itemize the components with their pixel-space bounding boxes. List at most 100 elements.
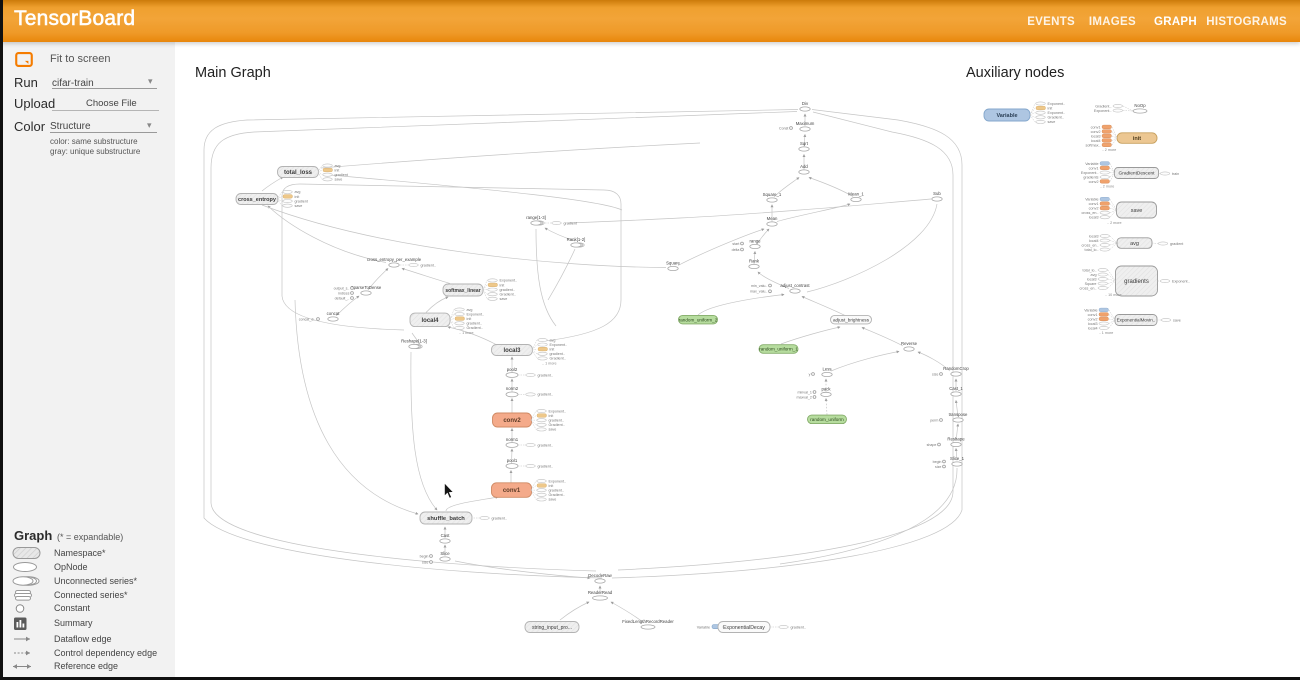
svg-text:init: init	[550, 348, 555, 352]
svg-text:FixedLengthRecordReader: FixedLengthRecordReader	[622, 619, 674, 624]
svg-text:local4: local4	[421, 318, 439, 324]
svg-text:Gradient..: Gradient..	[1095, 104, 1111, 108]
svg-text:random_uniform_2: random_uniform_2	[679, 317, 718, 322]
svg-text:gradient: gradient	[1170, 242, 1183, 246]
svg-text:init: init	[549, 484, 554, 488]
svg-text:Exponent..: Exponent..	[1081, 171, 1099, 175]
svg-text:norm1: norm1	[506, 437, 519, 442]
svg-text:output_s..: output_s..	[334, 286, 350, 290]
svg-text:adjust_contrast: adjust_contrast	[780, 283, 810, 288]
svg-text:.. 1 more: .. 1 more	[542, 361, 557, 365]
svg-text:Rank[1-2]: Rank[1-2]	[567, 237, 586, 242]
svg-text:local3: local3	[1089, 234, 1099, 238]
svg-text:indices: indices	[338, 291, 349, 295]
svg-text:pool2: pool2	[507, 367, 518, 372]
svg-text:ReaderRead: ReaderRead	[588, 590, 613, 595]
svg-text:range[1-3]: range[1-3]	[526, 215, 546, 220]
svg-text:.. 2 more: .. 2 more	[1100, 184, 1115, 188]
svg-text:Square: Square	[1085, 282, 1097, 286]
svg-text:cross_en..: cross_en..	[1081, 211, 1098, 215]
svg-text:init: init	[335, 168, 340, 172]
svg-text:avg: avg	[295, 190, 301, 194]
svg-text:conv2: conv2	[1088, 317, 1098, 321]
svg-text:NoOp: NoOp	[1134, 103, 1146, 108]
svg-text:begin: begin	[933, 460, 942, 464]
svg-text:Add: Add	[800, 164, 808, 169]
svg-text:GradientDescent: GradientDescent	[1119, 171, 1156, 177]
svg-text:Less: Less	[822, 367, 831, 372]
svg-text:gradient..: gradient..	[500, 288, 515, 292]
svg-text:Exponent..: Exponent..	[1172, 279, 1190, 283]
svg-text:conv1: conv1	[1088, 313, 1098, 317]
svg-text:init: init	[549, 414, 554, 418]
svg-text:conv1: conv1	[503, 488, 521, 494]
svg-text:Gradient..: Gradient..	[549, 493, 565, 497]
svg-text:gradients: gradients	[1083, 175, 1098, 179]
svg-text:init: init	[1133, 136, 1141, 142]
svg-text:.. 1 more: .. 1 more	[459, 331, 474, 335]
svg-text:norm2: norm2	[506, 386, 519, 391]
svg-text:softmax_linear: softmax_linear	[445, 288, 480, 294]
svg-text:gradient..: gradient..	[538, 393, 553, 397]
svg-text:init: init	[500, 283, 505, 287]
svg-text:local3: local3	[1088, 322, 1098, 326]
svg-text:Sqrt: Sqrt	[800, 141, 809, 146]
svg-text:Reshape[1-3]: Reshape[1-3]	[401, 339, 427, 344]
svg-text:transpose: transpose	[949, 412, 968, 417]
svg-text:Exponent..: Exponent..	[500, 279, 518, 283]
svg-text:Cast: Cast	[441, 533, 451, 538]
svg-text:max_valu..: max_valu..	[750, 290, 767, 294]
svg-text:local4: local4	[1091, 139, 1101, 143]
svg-text:y: y	[809, 372, 811, 376]
svg-text:default_..: default_..	[335, 296, 350, 300]
svg-text:.. 2 more: .. 2 more	[1102, 148, 1117, 152]
svg-text:cross_en..: cross_en..	[1081, 243, 1098, 247]
svg-text:range: range	[750, 239, 762, 244]
svg-text:gradient..: gradient..	[549, 419, 564, 423]
svg-text:conv1: conv1	[1089, 166, 1099, 170]
svg-text:save: save	[549, 498, 557, 502]
svg-text:Variable: Variable	[996, 113, 1017, 119]
svg-text:Cast_1: Cast_1	[949, 386, 963, 391]
svg-text:Rank: Rank	[749, 259, 760, 264]
svg-text:gradient..: gradient..	[538, 464, 553, 468]
svg-text:minval_1: minval_1	[798, 390, 812, 394]
svg-text:conv1: conv1	[1089, 202, 1099, 206]
svg-text:Exponent..: Exponent..	[549, 409, 567, 413]
svg-text:random_uniform_1: random_uniform_1	[759, 347, 798, 352]
svg-text:Exponent..: Exponent..	[1048, 102, 1066, 106]
svg-text:cross_entropy: cross_entropy	[238, 197, 277, 203]
svg-text:.. 1 more: .. 1 more	[1099, 331, 1114, 335]
svg-text:concat_d..: concat_d..	[299, 317, 316, 321]
svg-text:size: size	[932, 372, 938, 376]
svg-text:cross_entropy_per_example: cross_entropy_per_example	[367, 257, 422, 262]
svg-text:delta: delta	[732, 248, 740, 252]
svg-text:Exponent..: Exponent..	[1094, 109, 1112, 113]
svg-text:Slice: Slice	[440, 551, 450, 556]
svg-text:Const: Const	[779, 126, 788, 130]
svg-text:Gradient..: Gradient..	[549, 423, 565, 427]
svg-text:Gradient..: Gradient..	[550, 357, 566, 361]
svg-text:Exponent..: Exponent..	[1048, 111, 1066, 115]
svg-text:Exponent..: Exponent..	[550, 343, 568, 347]
svg-text:gradient..: gradient..	[492, 516, 507, 520]
svg-text:.. 10 more: .. 10 more	[1105, 293, 1122, 297]
svg-text:gradient: gradient	[564, 221, 577, 225]
svg-text:Variable: Variable	[1085, 162, 1098, 166]
svg-text:cross_en..: cross_en..	[1079, 286, 1096, 290]
svg-text:train: train	[1172, 172, 1179, 176]
svg-text:gradient: gradient	[295, 199, 308, 203]
svg-text:.. 2 more: .. 2 more	[1107, 221, 1122, 225]
svg-text:gradient: gradient	[335, 173, 348, 177]
svg-text:avg: avg	[1091, 273, 1097, 277]
svg-text:pool1: pool1	[507, 458, 518, 463]
svg-text:ExponentialDecay: ExponentialDecay	[723, 625, 765, 631]
svg-text:total_loss: total_loss	[284, 170, 313, 176]
svg-text:Maximum: Maximum	[796, 121, 815, 126]
svg-text:conv2: conv2	[1091, 130, 1101, 134]
svg-text:save: save	[1173, 318, 1181, 322]
svg-text:Variable: Variable	[1085, 198, 1098, 202]
svg-text:softmax..: softmax..	[1086, 143, 1101, 147]
svg-text:total_lo..: total_lo..	[1083, 268, 1097, 272]
svg-text:conv2: conv2	[503, 418, 521, 424]
